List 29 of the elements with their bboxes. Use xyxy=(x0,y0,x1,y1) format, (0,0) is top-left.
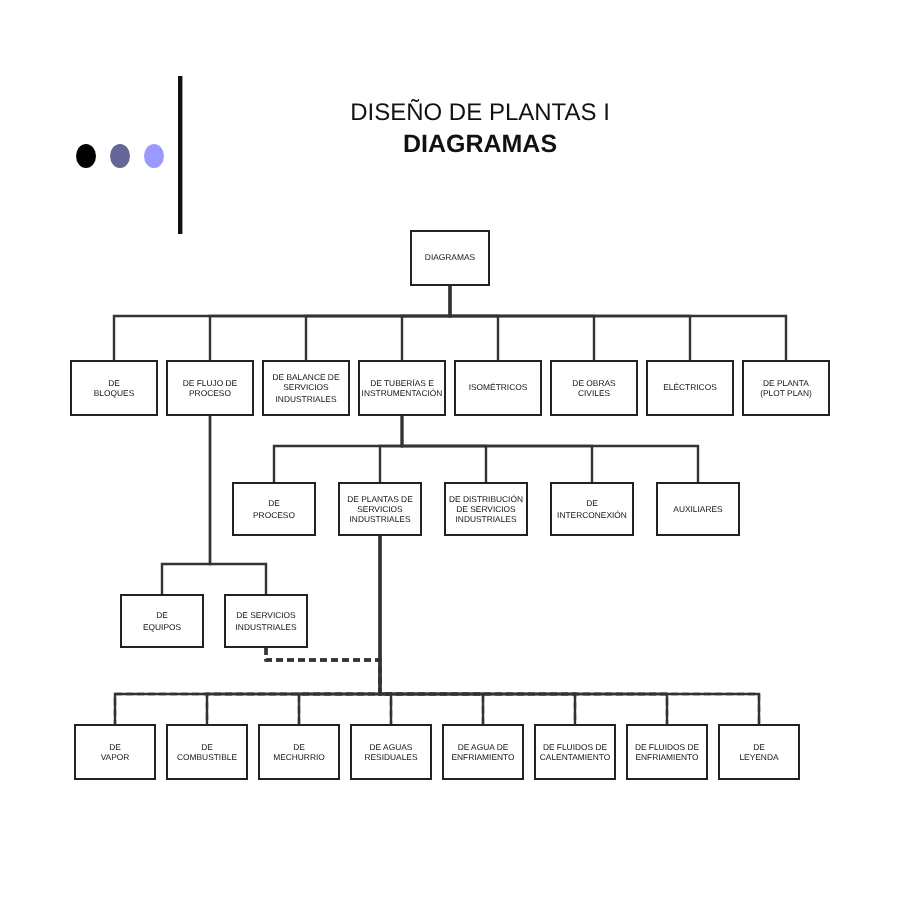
diagram-box xyxy=(550,482,634,536)
diagram-box xyxy=(742,360,830,416)
diagram-box xyxy=(120,594,204,648)
diagram-box xyxy=(358,360,446,416)
diagram-box xyxy=(718,724,800,780)
diagram-box xyxy=(550,360,638,416)
diagram-box xyxy=(258,724,340,780)
diagram-title: DISEÑO DE PLANTAS I DIAGRAMAS xyxy=(348,96,612,160)
diagram-box xyxy=(444,482,528,536)
diagram-box xyxy=(442,724,524,780)
diagram-box xyxy=(262,360,350,416)
diagram-box xyxy=(646,360,734,416)
connector-line xyxy=(378,536,761,724)
diagram-box xyxy=(534,724,616,780)
connector-line xyxy=(208,416,268,594)
diagram-box xyxy=(224,594,308,648)
diagram-box xyxy=(626,724,708,780)
diagram-box xyxy=(410,230,490,286)
diagram-box xyxy=(166,360,254,416)
diagram-box xyxy=(70,360,158,416)
connector-line xyxy=(400,416,700,482)
connector-line xyxy=(448,286,788,360)
diagram-box xyxy=(454,360,542,416)
diagram-box xyxy=(350,724,432,780)
diagram-box xyxy=(74,724,156,780)
diagram-box xyxy=(166,724,248,780)
diagram-box xyxy=(656,482,740,536)
diagram-box xyxy=(232,482,316,536)
diagram-box xyxy=(338,482,422,536)
